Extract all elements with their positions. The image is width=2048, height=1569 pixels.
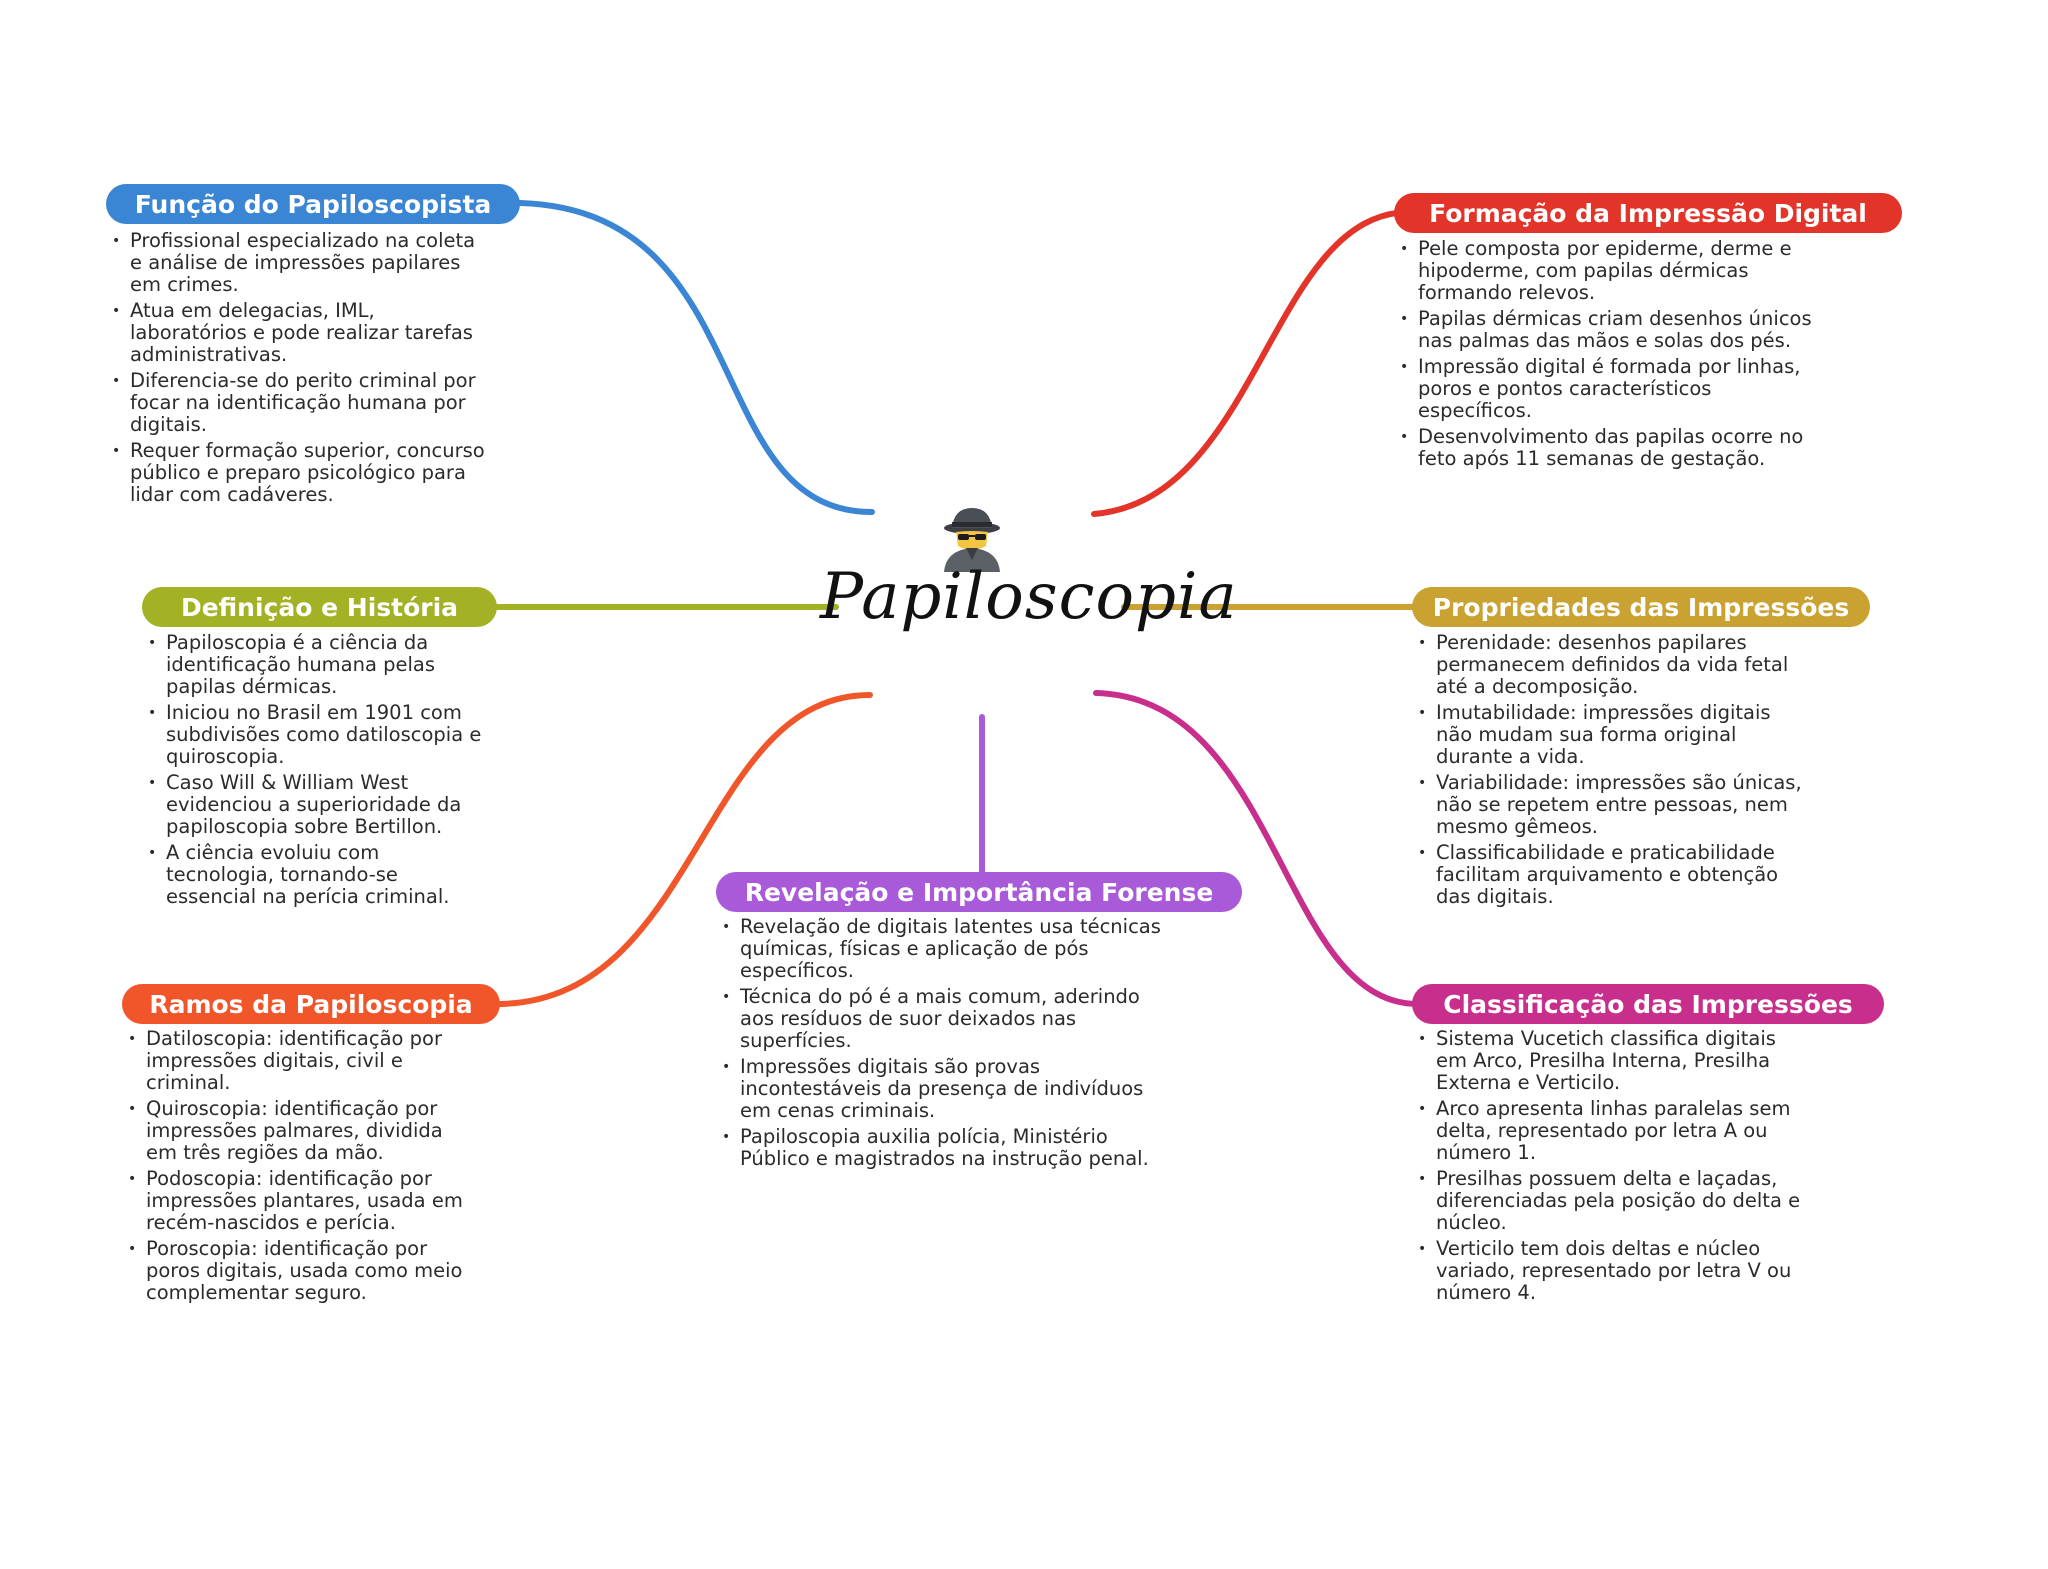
topic-title: Propriedades das Impressões (1432, 592, 1850, 622)
bullet-item: Requer formação superior, concurso públi… (112, 440, 492, 506)
bullet-item: Atua em delegacias, IML, laboratórios e … (112, 300, 492, 366)
bullet-item: Papiloscopia auxilia polícia, Ministério… (722, 1126, 1172, 1170)
connector-funcao (517, 200, 875, 515)
bullet-item: A ciência evoluiu com tecnologia, tornan… (148, 842, 488, 908)
bullet-item: Profissional especializado na coleta e a… (112, 230, 492, 296)
connector-classificacao (1093, 690, 1421, 1007)
bullet-item: Verticilo tem dois deltas e núcleo varia… (1418, 1238, 1808, 1304)
topic-title: Função do Papiloscopista (134, 189, 492, 219)
bullet-item: Arco apresenta linhas paralelas sem delt… (1418, 1098, 1808, 1164)
topic-title: Formação da Impressão Digital (1429, 198, 1867, 228)
bullet-item: Iniciou no Brasil em 1901 com subdivisõe… (148, 702, 488, 768)
bullet-item: Impressões digitais são provas incontest… (722, 1056, 1172, 1122)
bullet-list-formacao: Pele composta por epiderme, derme e hipo… (1400, 238, 1830, 474)
bullet-item: Desenvolvimento das papilas ocorre no fe… (1400, 426, 1830, 470)
topic-funcao-do-papiloscopista: Função do Papiloscopista (106, 184, 520, 224)
topic-definicao-e-historia: Definição e História (142, 587, 497, 627)
topic-title: Revelação e Importância Forense (744, 877, 1214, 907)
bullet-item: Podoscopia: identificação por impressões… (128, 1168, 478, 1234)
bullet-list-ramos: Datiloscopia: identificação por impressõ… (128, 1028, 478, 1308)
central-topic: Papiloscopia (820, 560, 1238, 634)
topic-title: Ramos da Papiloscopia (149, 989, 473, 1019)
bullet-item: Presilhas possuem delta e laçadas, difer… (1418, 1168, 1808, 1234)
bullet-item: Impressão digital é formada por linhas, … (1400, 356, 1830, 422)
bullet-item: Perenidade: desenhos papilares permanece… (1418, 632, 1808, 698)
topic-title: Definição e História (180, 592, 459, 622)
topic-title: Classificação das Impressões (1443, 989, 1853, 1019)
bullet-item: Caso Will & William West evidenciou a su… (148, 772, 488, 838)
topic-classificacao-das-impressoes: Classificação das Impressões (1412, 984, 1884, 1024)
topic-revelacao-e-importancia-forense: Revelação e Importância Forense (716, 872, 1242, 912)
bullet-item: Sistema Vucetich classifica digitais em … (1418, 1028, 1808, 1094)
topic-formacao-da-impressao-digital: Formação da Impressão Digital (1394, 193, 1902, 233)
bullet-list-propriedades: Perenidade: desenhos papilares permanece… (1418, 632, 1808, 912)
topic-ramos-da-papiloscopia: Ramos da Papiloscopia (122, 984, 500, 1024)
bullet-item: Classificabilidade e praticabilidade fac… (1418, 842, 1808, 908)
bullet-item: Técnica do pó é a mais comum, aderindo a… (722, 986, 1172, 1052)
bullet-list-funcao: Profissional especializado na coleta e a… (112, 230, 492, 510)
detective-icon (944, 508, 1000, 572)
bullet-item: Papilas dérmicas criam desenhos únicos n… (1400, 308, 1830, 352)
connector-ramos (497, 692, 873, 1007)
connector-formacao (1091, 209, 1413, 517)
bullet-item: Quiroscopia: identificação por impressõe… (128, 1098, 478, 1164)
bullet-item: Variabilidade: impressões são únicas, nã… (1418, 772, 1808, 838)
bullet-item: Revelação de digitais latentes usa técni… (722, 916, 1172, 982)
bullet-item: Papiloscopia é a ciência da identificaçã… (148, 632, 488, 698)
bullet-list-revelacao: Revelação de digitais latentes usa técni… (722, 916, 1172, 1174)
bullet-item: Diferencia-se do perito criminal por foc… (112, 370, 492, 436)
bullet-item: Poroscopia: identificação por poros digi… (128, 1238, 478, 1304)
bullet-item: Pele composta por epiderme, derme e hipo… (1400, 238, 1830, 304)
bullet-list-classificacao: Sistema Vucetich classifica digitais em … (1418, 1028, 1808, 1308)
bullet-item: Datiloscopia: identificação por impressõ… (128, 1028, 478, 1094)
topic-propriedades-das-impressoes: Propriedades das Impressões (1412, 587, 1870, 627)
bullet-list-definicao: Papiloscopia é a ciência da identificaçã… (148, 632, 488, 912)
bullet-item: Imutabilidade: impressões digitais não m… (1418, 702, 1808, 768)
